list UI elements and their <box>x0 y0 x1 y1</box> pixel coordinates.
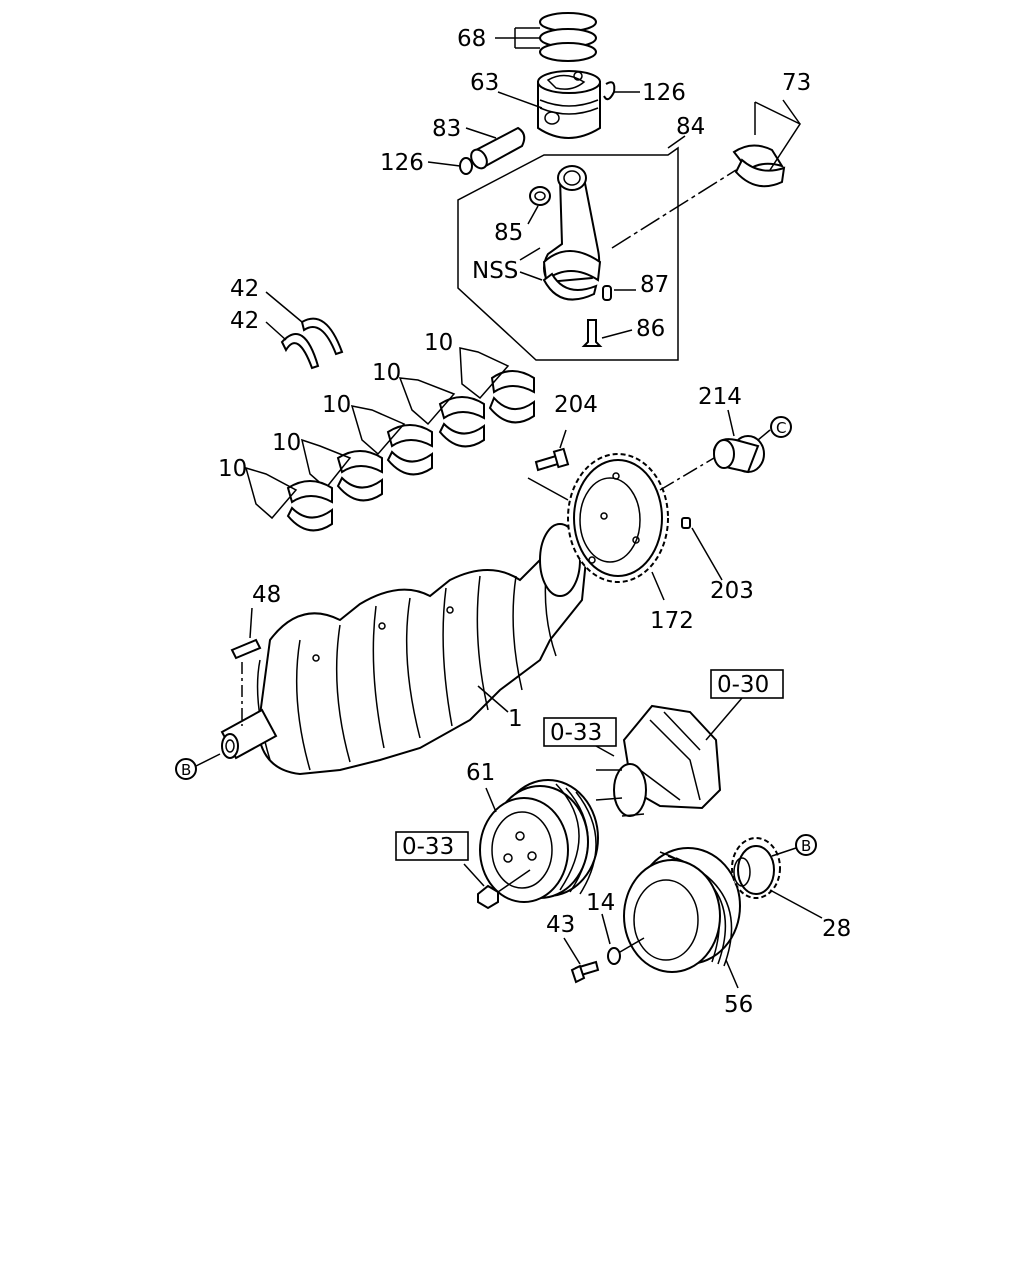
label-126-right: 126 <box>642 80 686 106</box>
label-48: 48 <box>252 582 281 608</box>
crankshaft[interactable] <box>220 523 588 776</box>
crankshaft-timing-gear[interactable] <box>731 837 781 899</box>
ref-label-c: C <box>776 419 786 437</box>
label-10-3: 10 <box>322 392 351 418</box>
rod-nut[interactable] <box>602 285 612 301</box>
ref-circle-c <box>770 416 792 438</box>
label-126-left: 126 <box>380 150 424 176</box>
rod-bolt[interactable] <box>581 319 603 347</box>
label-214: 214 <box>698 384 742 410</box>
ref-box-0-33-upper <box>543 717 617 747</box>
label-10-1: 10 <box>218 456 247 482</box>
piston-rings[interactable] <box>539 12 597 62</box>
small-end-bushing[interactable] <box>529 186 551 206</box>
label-61: 61 <box>466 760 495 786</box>
label-86: 86 <box>636 316 665 342</box>
label-10-5: 10 <box>424 330 453 356</box>
water-pump[interactable] <box>595 704 722 817</box>
label-87: 87 <box>640 272 669 298</box>
label-85: 85 <box>494 220 523 246</box>
main-bearing-4[interactable] <box>438 396 485 448</box>
main-bearing-3[interactable] <box>386 424 433 476</box>
label-10-2: 10 <box>272 430 301 456</box>
box-label-0-33-upper: 0-33 <box>550 720 602 746</box>
thrust-washers[interactable] <box>280 317 344 370</box>
main-bearing-2[interactable] <box>336 450 383 502</box>
label-14: 14 <box>586 890 615 916</box>
connecting-rod-bearing[interactable] <box>732 144 786 188</box>
gear-pin[interactable] <box>681 517 691 529</box>
ref-box-0-30 <box>710 669 784 699</box>
main-bearing-1[interactable] <box>286 480 333 532</box>
label-83: 83 <box>432 116 461 142</box>
label-172: 172 <box>650 608 694 634</box>
ref-box-0-33-lower <box>395 831 469 861</box>
oil-seal-sleeve[interactable] <box>712 435 765 474</box>
main-bearing-5[interactable] <box>488 370 535 424</box>
ref-circle-b-right <box>795 834 817 856</box>
connecting-rod[interactable] <box>542 165 602 284</box>
label-10-4: 10 <box>372 360 401 386</box>
label-73: 73 <box>782 70 811 96</box>
label-63: 63 <box>470 70 499 96</box>
label-68: 68 <box>457 26 486 52</box>
washer[interactable] <box>607 947 621 965</box>
gear-bolt[interactable] <box>534 447 570 472</box>
rod-cap[interactable] <box>542 272 598 301</box>
pulley[interactable] <box>479 779 599 903</box>
label-84: 84 <box>676 114 705 140</box>
label-203: 203 <box>710 578 754 604</box>
label-nss: NSS <box>472 258 518 284</box>
ref-label-b-left: B <box>181 761 191 779</box>
ref-circle-b-left <box>175 758 197 780</box>
crank-gear[interactable] <box>567 453 669 583</box>
label-42-lower: 42 <box>230 308 259 334</box>
woodruff-key[interactable] <box>230 638 262 660</box>
pulley-nut[interactable] <box>477 884 499 910</box>
label-1: 1 <box>508 706 523 732</box>
label-28: 28 <box>822 916 851 942</box>
damper-pulley[interactable] <box>623 847 741 973</box>
ref-label-b-right: B <box>801 837 811 855</box>
piston-pin-clip-left[interactable] <box>459 157 473 175</box>
box-label-0-33-lower: 0-33 <box>402 834 454 860</box>
label-56: 56 <box>724 992 753 1018</box>
label-204: 204 <box>554 392 598 418</box>
label-42-upper: 42 <box>230 276 259 302</box>
damper-bolt[interactable] <box>570 960 600 984</box>
box-label-0-30: 0-30 <box>717 672 769 698</box>
connecting-rod-group-border <box>457 146 679 361</box>
piston-pin[interactable] <box>468 126 526 171</box>
label-43: 43 <box>546 912 575 938</box>
piston-pin-clip-right[interactable] <box>603 81 616 101</box>
piston[interactable] <box>537 70 601 139</box>
